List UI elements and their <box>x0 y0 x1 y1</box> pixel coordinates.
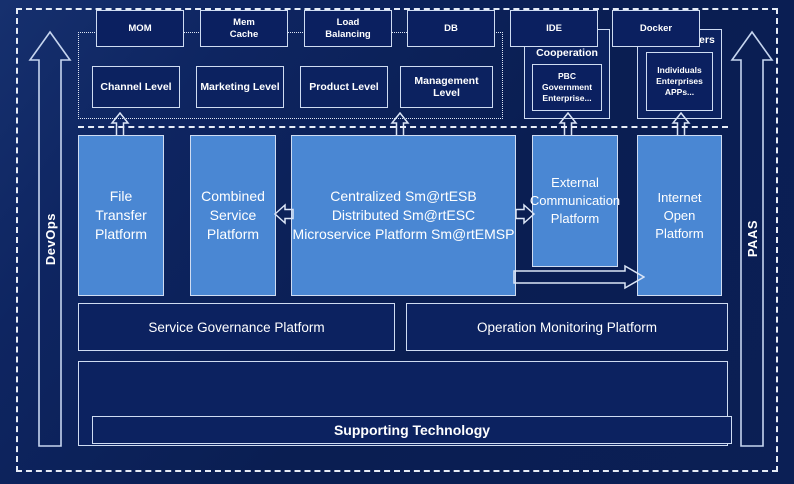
tech-box-docker[interactable]: Docker <box>612 10 700 47</box>
tech-box-mom[interactable]: MOM <box>96 10 184 47</box>
darkbox-label: Service Governance Platform <box>148 319 325 335</box>
devops-arrow: DevOps <box>28 30 72 448</box>
level-box-marketing[interactable]: Marketing Level <box>196 66 284 108</box>
tech-label: DB <box>444 22 458 34</box>
tech-label: IDE <box>546 22 562 34</box>
level-label: Channel Level <box>100 81 172 93</box>
devops-arrow-label: DevOps <box>42 212 58 266</box>
level-box-channel[interactable]: Channel Level <box>92 66 180 108</box>
paas-arrow-label: PAAS <box>744 220 760 258</box>
operation-monitoring-platform[interactable]: Operation Monitoring Platform <box>406 303 728 351</box>
level-label: Marketing Level <box>200 81 280 93</box>
darkbox-label: Operation Monitoring Platform <box>476 319 658 335</box>
business-levels-region <box>78 32 503 119</box>
layer-divider <box>78 126 728 128</box>
tech-box-ide[interactable]: IDE <box>510 10 598 47</box>
tech-label: Docker <box>639 22 673 34</box>
service-governance-platform[interactable]: Service Governance Platform <box>78 303 395 351</box>
level-label: Product Level <box>309 81 379 93</box>
level-box-product[interactable]: Product Level <box>300 66 388 108</box>
devops-arrow-shape <box>28 30 72 447</box>
outer-boundary <box>16 8 778 472</box>
paas-arrow: PAAS <box>730 30 774 448</box>
supporting-technology-bar[interactable]: Supporting Technology <box>92 416 732 444</box>
paas-arrow-shape <box>730 30 774 447</box>
level-box-management[interactable]: Management Level <box>400 66 493 108</box>
arrow-central-to-internet-open <box>513 264 645 290</box>
arrow-central-to-combined <box>274 203 294 225</box>
tech-label: MOM <box>128 22 152 34</box>
arrow-central-to-external-comm <box>515 203 535 225</box>
tech-box-db[interactable]: DB <box>407 10 495 47</box>
group-external-cooperation[interactable]: ExternalCooperation PBCGovernmentEnterpr… <box>524 29 610 119</box>
supporting-technology-label: Supporting Technology <box>333 422 491 438</box>
level-label: Management Level <box>414 75 479 99</box>
